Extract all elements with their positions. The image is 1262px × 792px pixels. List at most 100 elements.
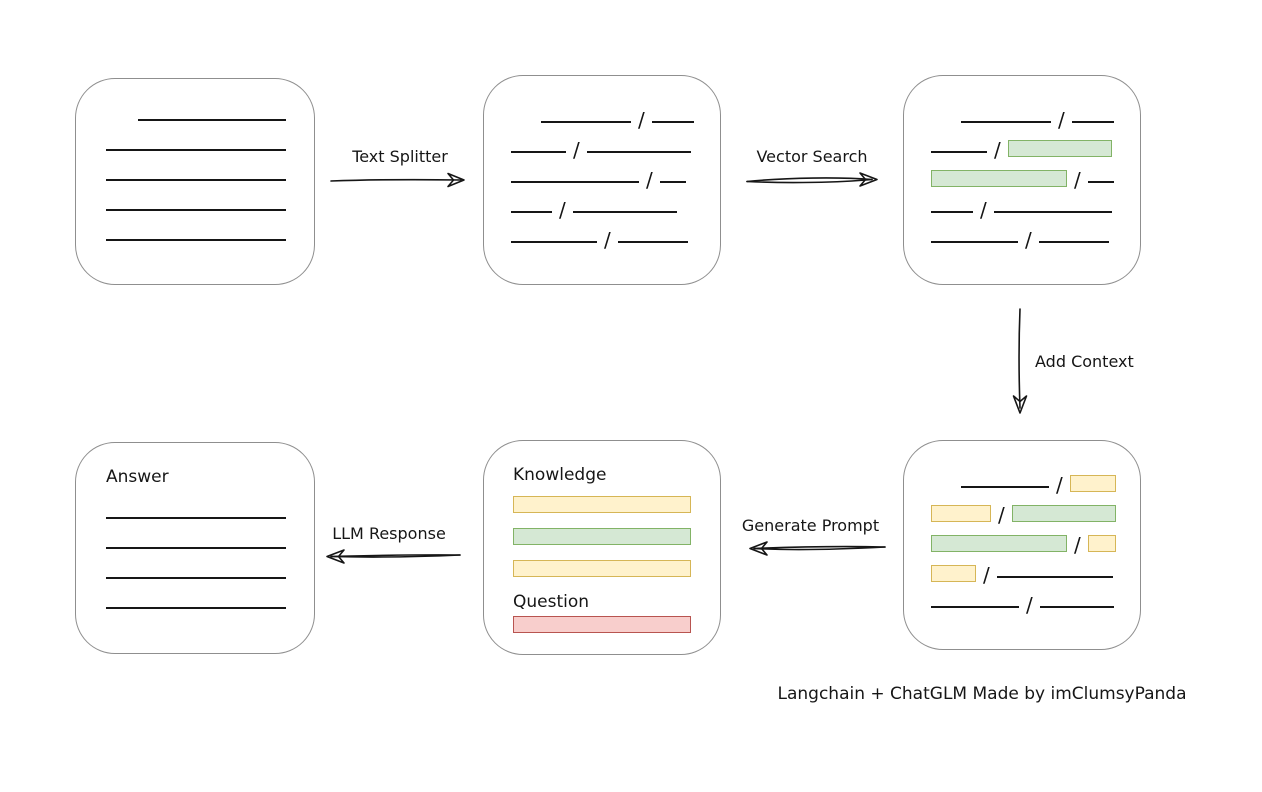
- fragment-row: /: [511, 161, 720, 191]
- yellow-chunk: [513, 496, 691, 513]
- credit-text: Langchain + ChatGLM Made by imClumsyPand…: [777, 684, 1187, 704]
- text-line-segment: [931, 241, 1018, 243]
- llm-response-label: LLM Response: [332, 524, 446, 543]
- slash-separator: /: [1074, 168, 1081, 192]
- fragment-row: /: [511, 191, 720, 221]
- text-line-segment: [138, 119, 286, 121]
- slash-separator: /: [646, 168, 653, 192]
- green-chunk: [513, 528, 691, 545]
- fragment-row: [106, 189, 314, 219]
- generate-prompt-label: Generate Prompt: [741, 516, 880, 535]
- green-chunk: [931, 170, 1067, 187]
- fragment-row: /: [931, 221, 1140, 251]
- green-chunk: [1007, 140, 1112, 157]
- slash-separator: /: [994, 138, 1001, 162]
- slash-separator: /: [1058, 108, 1065, 132]
- generate-prompt-arrow: [749, 541, 886, 556]
- fragment-row: [106, 99, 314, 129]
- text-splitter-label: Text Splitter: [352, 147, 448, 166]
- slash-separator: /: [1026, 593, 1033, 617]
- slash-separator: /: [573, 138, 580, 162]
- slash-separator: /: [998, 503, 1005, 527]
- yellow-chunk: [1087, 535, 1116, 552]
- answer-label: Answer: [106, 467, 169, 487]
- text-line-segment: [106, 239, 286, 241]
- vector-search-label: Vector Search: [756, 147, 868, 166]
- context-chunks-box: /////: [903, 440, 1141, 650]
- source-document-box: [75, 78, 315, 285]
- text-line-segment: [1071, 121, 1114, 123]
- text-line-segment: [931, 211, 973, 213]
- text-line-segment: [961, 121, 1051, 123]
- split-text-lines: /////: [484, 76, 720, 251]
- slash-separator: /: [1025, 228, 1032, 252]
- source-document-lines: [76, 79, 314, 249]
- fragment-row: [106, 557, 314, 587]
- fragment-row: [513, 496, 691, 528]
- fragment-row: [106, 497, 314, 527]
- text-line-segment: [617, 241, 688, 243]
- text-line-segment: [659, 181, 686, 183]
- red-chunk: [513, 616, 691, 633]
- fragment-row: /: [511, 131, 720, 161]
- text-splitter-arrow: [330, 172, 465, 188]
- slash-separator: /: [1056, 473, 1063, 497]
- text-line-segment: [106, 179, 286, 181]
- text-line-segment: [511, 211, 552, 213]
- fragment-row: /: [931, 131, 1140, 161]
- prompt-box: Knowledge Question: [483, 440, 721, 655]
- slash-separator: /: [983, 563, 990, 587]
- fragment-row: /: [931, 526, 1140, 556]
- fragment-row: [106, 219, 314, 249]
- add-context-arrow: [1012, 308, 1028, 414]
- fragment-row: /: [931, 466, 1140, 496]
- text-line-segment: [106, 517, 286, 519]
- green-chunk: [1011, 505, 1116, 522]
- fragment-row: [513, 528, 691, 560]
- text-line-segment: [106, 607, 286, 609]
- text-line-segment: [1038, 241, 1109, 243]
- split-text-box: /////: [483, 75, 721, 285]
- fragment-row: [513, 616, 691, 648]
- fragment-row: /: [511, 101, 720, 131]
- llm-response-arrow: [326, 549, 461, 564]
- text-line-segment: [931, 151, 987, 153]
- text-line-segment: [511, 241, 597, 243]
- slash-separator: /: [559, 198, 566, 222]
- knowledge-bars: [513, 496, 691, 592]
- question-label: Question: [513, 592, 590, 612]
- text-line-segment: [996, 576, 1113, 578]
- text-line-segment: [106, 149, 286, 151]
- yellow-chunk: [931, 565, 976, 582]
- text-line-segment: [586, 151, 691, 153]
- text-line-segment: [106, 209, 286, 211]
- vector-search-arrow: [746, 172, 878, 187]
- context-chunks-lines: /////: [904, 441, 1140, 616]
- yellow-chunk: [513, 560, 691, 577]
- matched-chunks-box: / / / / /: [903, 75, 1141, 285]
- text-line-segment: [651, 121, 694, 123]
- text-line-segment: [106, 547, 286, 549]
- fragment-row: [106, 587, 314, 617]
- fragment-row: /: [511, 221, 720, 251]
- text-line-segment: [511, 151, 566, 153]
- yellow-chunk: [1069, 475, 1116, 492]
- add-context-label: Add Context: [1035, 352, 1134, 371]
- fragment-row: [106, 527, 314, 557]
- answer-lines: [106, 497, 314, 617]
- slash-separator: /: [980, 198, 987, 222]
- fragment-row: /: [931, 191, 1140, 221]
- text-line-segment: [106, 577, 286, 579]
- knowledge-label: Knowledge: [513, 465, 607, 485]
- text-line-segment: [572, 211, 677, 213]
- text-line-segment: [1087, 181, 1114, 183]
- answer-box: Answer: [75, 442, 315, 654]
- fragment-row: [106, 129, 314, 159]
- text-line-segment: [931, 606, 1019, 608]
- text-line-segment: [993, 211, 1112, 213]
- fragment-row: /: [931, 496, 1140, 526]
- text-line-segment: [1039, 606, 1114, 608]
- fragment-row: /: [931, 101, 1140, 131]
- text-line-segment: [541, 121, 631, 123]
